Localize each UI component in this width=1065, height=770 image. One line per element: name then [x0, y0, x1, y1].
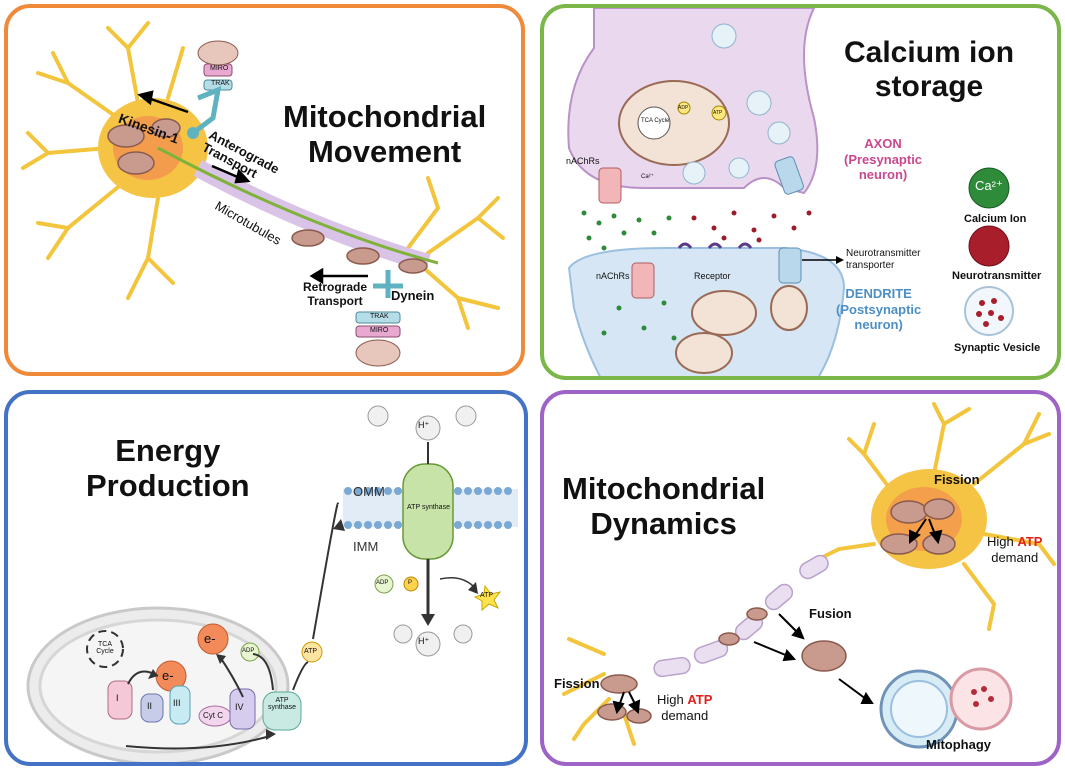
atp-bottom-label: ATP [304, 648, 318, 655]
complex-1-label: I [116, 693, 119, 703]
adp-label: ADP [678, 105, 689, 111]
energy-title: Energy Production [86, 433, 250, 503]
nachrs-bottom-label: nAChRs [596, 271, 630, 281]
panel-mitochondrial-dynamics: Mitochondrial Dynamics Fission High ATP … [540, 390, 1061, 766]
tca-cycle-label: TCA Cycle [96, 641, 114, 655]
fusion-label: Fusion [809, 606, 852, 621]
movement-illustration [21, 21, 505, 367]
atp-top-label: ATP [480, 592, 494, 599]
legend-neurotransmitter-label: Neurotransmitter [952, 270, 1042, 282]
movement-title: Mitochondrial Movement [283, 99, 487, 169]
mitophagy-label: Mitophagy [926, 737, 991, 752]
atp-label: ATP [713, 110, 723, 116]
complex-4-label: IV [235, 702, 244, 712]
p-label: P [408, 580, 413, 586]
h-plus-top-label: H⁺ [418, 420, 430, 430]
legend-calcium-label: Calcium Ion [964, 213, 1027, 225]
atp-synthase-small-label: ATP synthase [267, 697, 297, 711]
fission-top-label: Fission [934, 472, 980, 487]
legend-vesicle-label: Synaptic Vesicle [954, 342, 1041, 354]
ca-small-label: Ca²⁺ [641, 174, 654, 180]
complex-3-label: III [173, 698, 181, 708]
fission-left-label: Fission [554, 676, 600, 691]
calcium-illustration [567, 8, 1014, 376]
high-atp-demand-left: High ATP demand [657, 692, 713, 724]
adp-bottom-label: ADP [242, 648, 255, 654]
calcium-title: Calcium ion storage [844, 36, 1015, 103]
trak-bottom-label: TRAK [370, 313, 389, 320]
nachrs-top-label: nAChRs [566, 156, 600, 166]
electron-top-label: e- [204, 631, 216, 646]
tca-label: TCA Cycle [641, 118, 670, 124]
energy-illustration [26, 405, 518, 762]
cyt-c-label: Cyt C [203, 711, 223, 720]
h-plus-bottom-label: H⁺ [418, 636, 430, 646]
panel-mitochondrial-movement: Mitochondrial Movement Kinesin-1 Anterog… [4, 4, 525, 376]
atp-synthase-label: ATP synthase [407, 504, 450, 511]
legend-calcium-symbol: Ca²⁺ [975, 178, 1003, 193]
miro-top-label: MIRO [210, 65, 229, 72]
adp-top-label: ADP [376, 580, 389, 586]
electron-bottom-label: e- [162, 668, 174, 683]
dynamics-title: Mitochondrial Dynamics [562, 471, 766, 541]
omm-label: OMM [353, 484, 385, 499]
miro-bottom-label: MIRO [370, 327, 389, 334]
dynamics-illustration [562, 402, 1056, 749]
receptor-label: Receptor [694, 271, 731, 281]
dynein-label: Dynein [391, 288, 435, 303]
imm-label: IMM [353, 539, 379, 554]
trak-top-label: TRAK [211, 80, 230, 87]
complex-2-label: II [147, 701, 153, 711]
panel-energy-production: Energy Production OMM IMM H⁺ H⁺ ATP synt… [4, 390, 528, 766]
high-atp-demand-top: High ATP demand [987, 534, 1043, 566]
